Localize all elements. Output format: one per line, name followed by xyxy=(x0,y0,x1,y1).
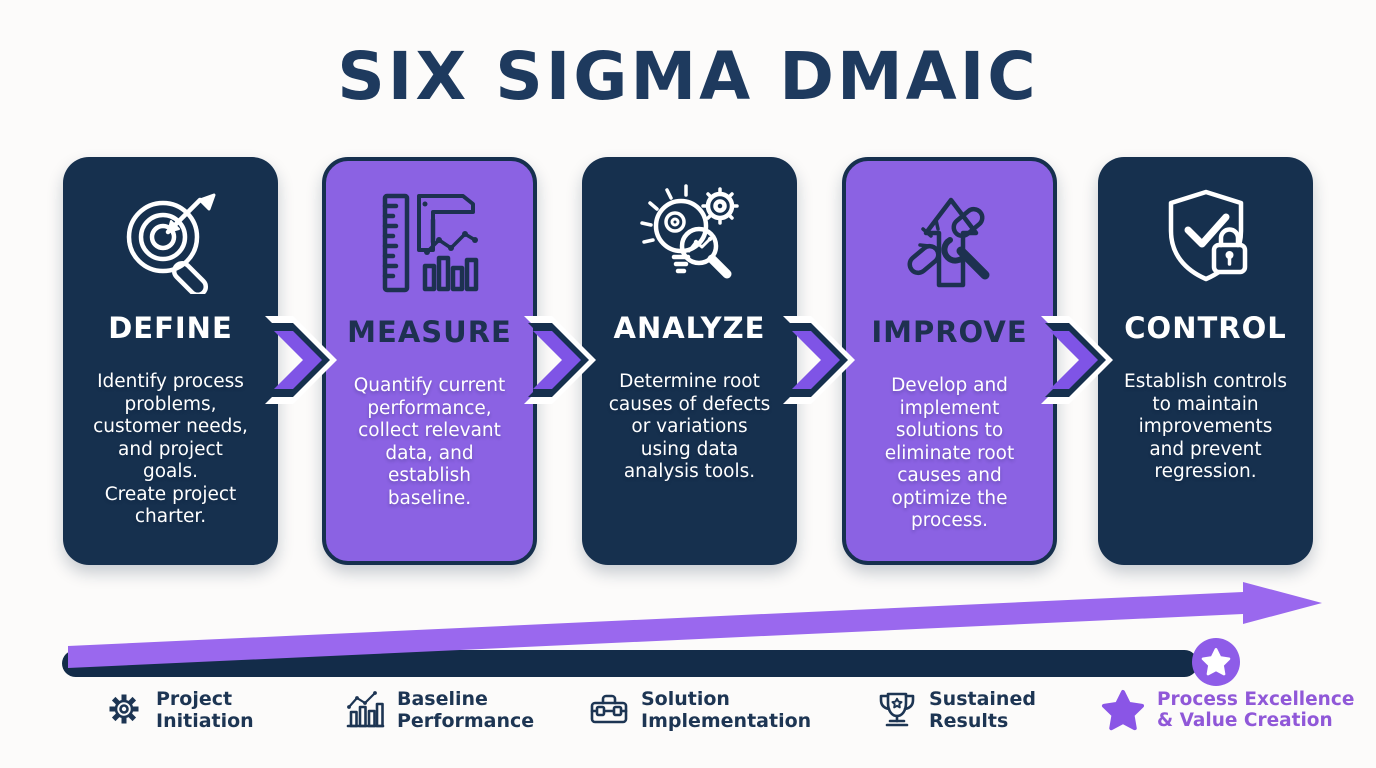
stage-card-control: CONTROL Establish controls to maintain i… xyxy=(1098,157,1313,565)
milestone-label: Project Initiation xyxy=(156,688,254,732)
chevron-right-icon xyxy=(524,316,596,404)
milestone-project-initiation: Project Initiation xyxy=(103,688,254,734)
milestone-label: Solution Implementation xyxy=(641,688,812,732)
stage-title: CONTROL xyxy=(1124,311,1287,345)
bar-chart-icon xyxy=(344,688,386,734)
gear-icon xyxy=(103,688,145,734)
milestone-sustained-results: Sustained Results xyxy=(876,688,1036,734)
stage-description: Develop and implement solutions to elimi… xyxy=(884,375,1015,532)
stage-card-define: DEFINE Identify process problems, custom… xyxy=(63,157,278,565)
milestone-label: Sustained Results xyxy=(929,688,1036,732)
rising-arrow-shaft xyxy=(68,592,1243,668)
toolbox-icon xyxy=(588,688,630,734)
stage-description: Determine root causes of defects or vari… xyxy=(608,371,771,483)
milestone-label: Process Excellence & Value Creation xyxy=(1157,689,1355,732)
star-badge xyxy=(1192,638,1240,686)
stage-description: Identify process problems, customer need… xyxy=(93,371,248,528)
stage-card-analyze: ANALYZE Determine root causes of defects… xyxy=(582,157,797,565)
stage-card-improve: IMPROVE Develop and implement solutions … xyxy=(842,157,1057,565)
chevron-right-icon xyxy=(783,316,855,404)
stage-description: Quantify current performance, collect re… xyxy=(353,375,506,509)
stage-title: DEFINE xyxy=(108,311,233,345)
stage-title: MEASURE xyxy=(347,315,512,349)
stage-card-measure: MEASURE Quantify current performance, co… xyxy=(322,157,537,565)
ruler-caliper-chart-icon xyxy=(375,185,485,301)
star-icon xyxy=(1100,688,1146,738)
stage-title: IMPROVE xyxy=(871,315,1028,349)
timeline-bar xyxy=(62,650,1198,677)
rising-arrow-head xyxy=(1243,582,1322,624)
bulb-gear-magnifier-icon xyxy=(635,181,745,297)
progress-flow-graphic xyxy=(62,582,1322,686)
target-magnifier-icon xyxy=(116,181,226,297)
milestone-baseline-performance: Baseline Performance xyxy=(344,688,534,734)
chevron-right-icon xyxy=(1041,316,1113,404)
page-title: SIX SIGMA DMAIC xyxy=(337,38,1039,115)
milestone-solution-implementation: Solution Implementation xyxy=(588,688,811,734)
milestone-label: Baseline Performance xyxy=(397,688,535,732)
stage-description: Establish controls to maintain improveme… xyxy=(1124,371,1287,483)
milestone-process-excellence: Process Excellence & Value Creation xyxy=(1100,688,1354,738)
chevron-right-icon xyxy=(265,316,337,404)
shield-check-lock-icon xyxy=(1151,181,1261,297)
stage-title: ANALYZE xyxy=(613,311,766,345)
trophy-icon xyxy=(876,688,918,734)
arrow-broken-chain-wrench-icon xyxy=(895,185,1005,301)
